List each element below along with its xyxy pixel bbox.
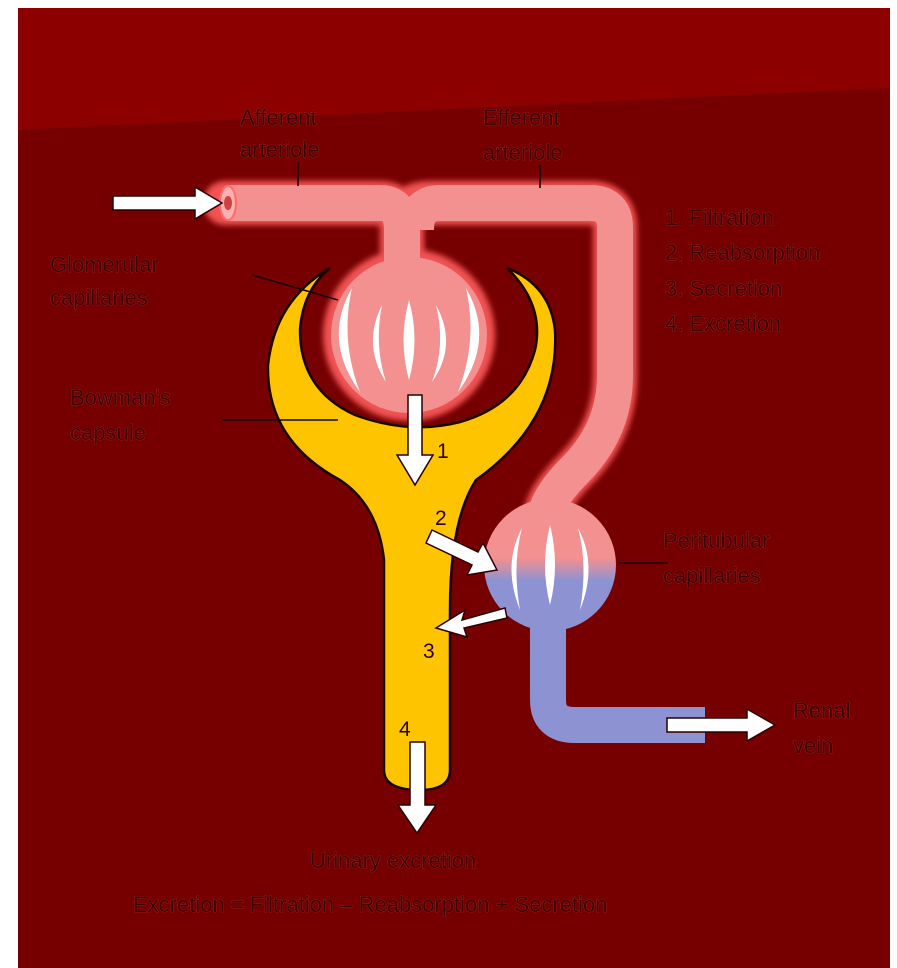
afferent-label-2: arteriole — [240, 137, 319, 162]
peritubular-label-1: Peritubular — [663, 528, 769, 553]
glomerulus — [331, 257, 487, 413]
renal-vein-label-2: vein — [793, 733, 833, 758]
peritubular-label-2: capillaries — [663, 563, 761, 588]
step-number-4: 4 — [399, 718, 411, 741]
urinary-excretion-label: Urinary excretion — [310, 848, 476, 873]
step-number-1: 1 — [437, 440, 449, 463]
process-item-1: 1. Filtration — [665, 205, 774, 230]
efferent-label-1: Efferent — [483, 105, 560, 130]
process-item-2: 2. Reabsorption — [665, 240, 820, 265]
equation-text: Excretion = Filtration – Reabsorption + … — [133, 892, 607, 917]
bowmans-label-2: capsule — [70, 420, 146, 445]
afferent-label-1: Afferent — [240, 105, 317, 130]
glomerular-label-1: Glomerular — [50, 252, 159, 277]
process-item-4: 4. Excretion — [665, 311, 781, 336]
efferent-label-2: arteriole — [483, 140, 562, 165]
glomerular-label-2: capillaries — [50, 285, 148, 310]
renal-vein-label-1: Renal — [793, 698, 850, 723]
step-number-3: 3 — [423, 640, 435, 663]
bowmans-label-1: Bowman's — [70, 385, 171, 410]
step-number-2: 2 — [435, 507, 447, 530]
process-item-3: 3. Secretion — [665, 276, 782, 301]
